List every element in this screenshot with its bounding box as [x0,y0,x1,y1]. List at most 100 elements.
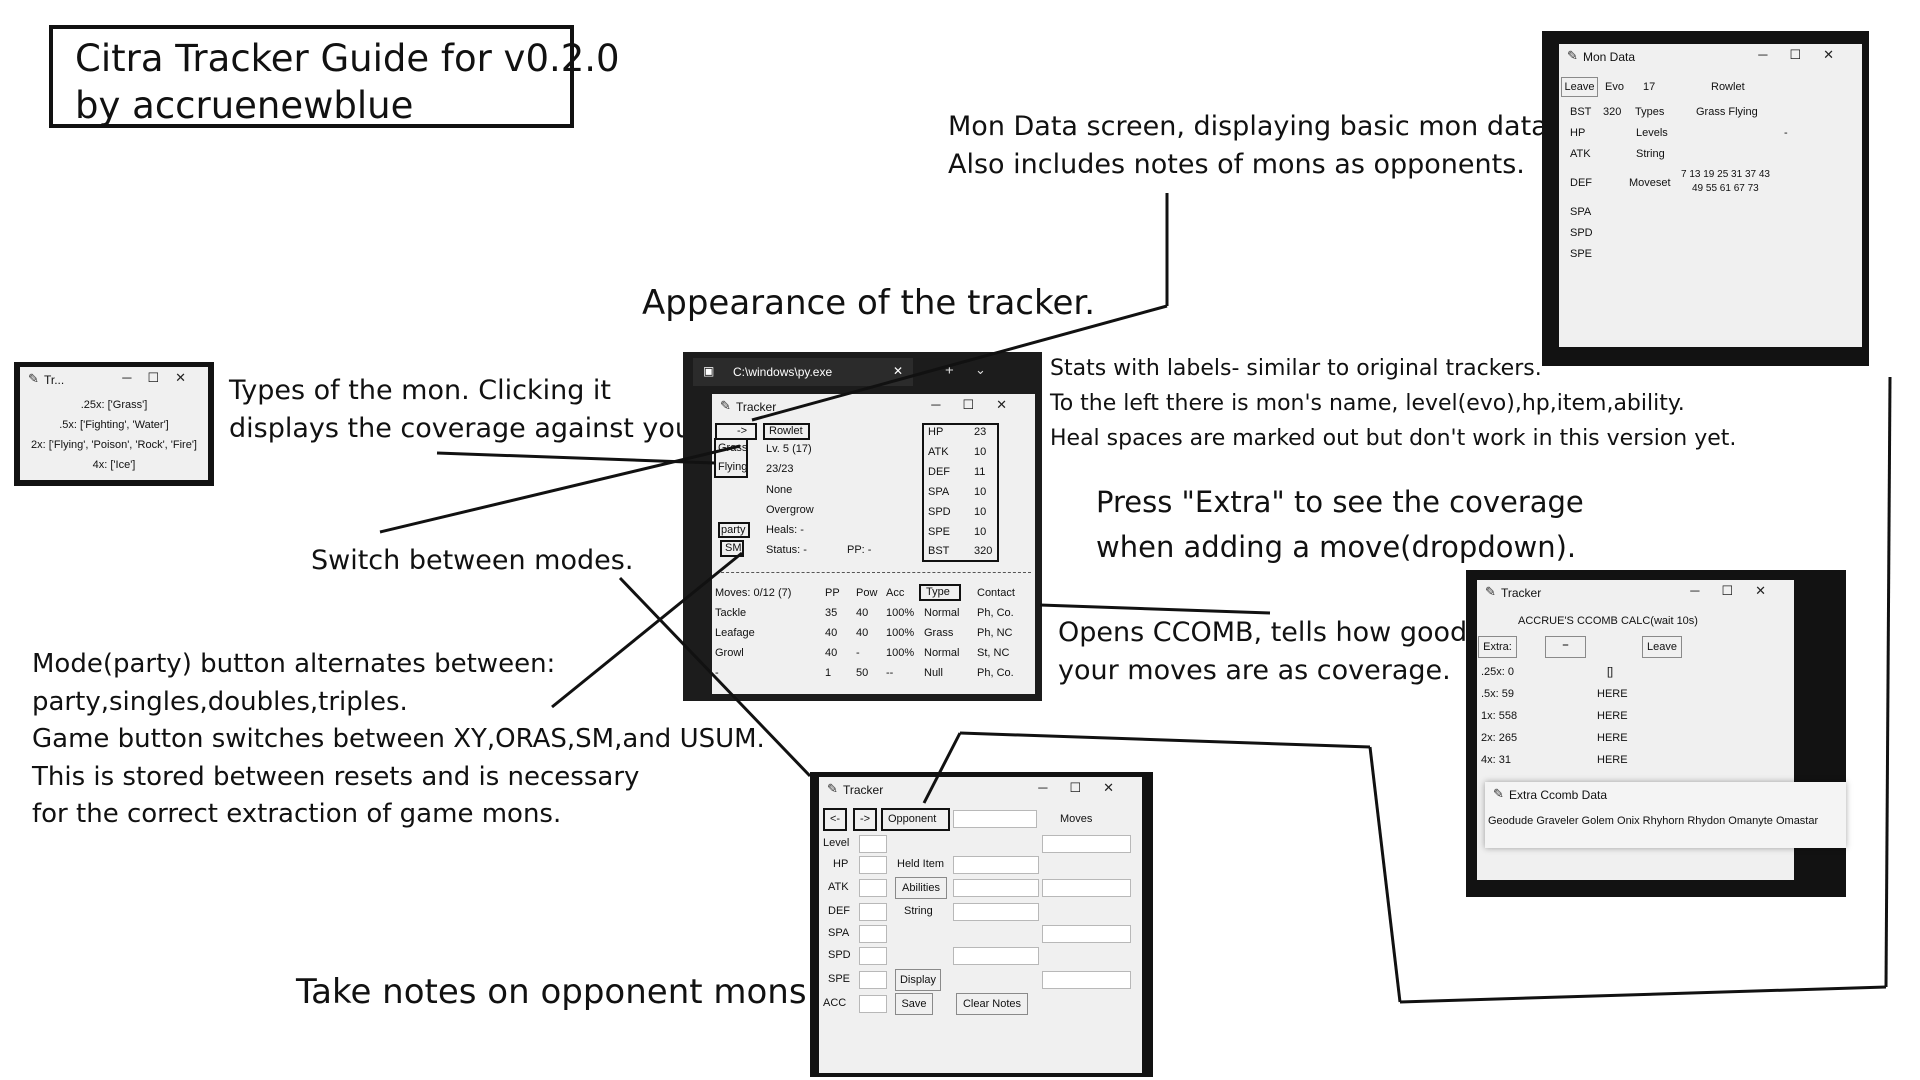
pp-header: PP [825,587,840,599]
move-note-input[interactable] [1042,925,1131,943]
window-controls[interactable]: ─☐✕ [931,397,1029,412]
line-mode-button [551,551,743,709]
mon-name-input[interactable] [953,810,1037,828]
move-name[interactable]: Tackle [715,607,747,619]
move-contact: Ph, Co. [977,667,1014,679]
held-item-input[interactable] [953,856,1039,874]
clear-notes-button[interactable]: Clear Notes [956,993,1028,1015]
window-controls[interactable]: ─☐✕ [122,370,202,385]
ccomb-label: 1x: 558 [1481,710,1518,722]
feather-icon: ✎ [28,371,39,386]
annotation-appearance: Appearance of the tracker. [642,283,1096,323]
atk-input[interactable] [859,879,887,897]
mode-button[interactable]: party [718,522,750,538]
tab-dropdown-icon[interactable]: ⌄ [975,362,986,377]
close-tab-icon[interactable]: ✕ [892,364,903,378]
spd-input[interactable] [859,947,887,965]
held-item-label: Held Item [897,858,945,870]
spa-input[interactable] [859,925,887,943]
line-opponent [922,732,962,804]
line-mon-data-2 [751,304,1168,422]
window-controls[interactable]: ─☐✕ [1758,47,1856,62]
abilities-input[interactable] [953,879,1039,897]
window-controls[interactable]: ─☐✕ [1690,583,1788,598]
mon-item: None [766,484,793,496]
move-note-input[interactable] [1042,835,1131,853]
string-input[interactable] [953,903,1039,921]
mon-name-button[interactable]: Rowlet [763,423,810,440]
heals-text: Heals: - [766,524,804,536]
terminal-icon: ▣ [703,364,715,378]
mon-data-frame: ✎ Mon Data ─☐✕ Leave Evo 17 Rowlet BST 3… [1542,31,1869,366]
bst-label: BST [1570,106,1592,118]
new-tab-button[interactable]: + [945,362,954,379]
spe-input[interactable] [859,971,887,989]
moves-label: Moves [1060,813,1093,825]
leave-button[interactable]: Leave [1561,77,1598,97]
def-label: DEF [828,905,850,917]
leave-button[interactable]: Leave [1642,636,1682,658]
feather-icon: ✎ [720,398,731,413]
ccomb-value: HERE [1597,688,1628,700]
level-input[interactable] [859,835,887,853]
move-acc: 100% [886,607,915,619]
hp-label: HP [833,858,849,870]
abilities-button[interactable]: Abilities [895,877,947,899]
display-button[interactable]: Display [895,969,941,991]
coverage-window: ✎ Tr... ─☐✕ .25x: ['Grass'] .5x: ['Fight… [20,367,208,480]
mon-hp: 23/23 [766,463,794,475]
line-mon-data-bottom [1399,985,1887,1004]
feather-icon: ✎ [827,781,838,796]
annotation-types: Types of the mon. Clicking it displays t… [229,375,701,444]
move-note-input[interactable] [1042,879,1131,897]
extra-ccomb-titlebar: ✎ Extra Ccomb Data [1485,782,1846,808]
extra-button[interactable]: Extra: [1478,636,1517,658]
move-type: Normal [924,647,960,659]
coverage-window-title: Tr... [44,373,65,387]
move-contact: Ph, NC [977,627,1013,639]
move-dropdown[interactable]: ⎯ [1545,636,1586,658]
acc-input[interactable] [859,995,887,1013]
moveset-label: Moveset [1629,177,1671,189]
move-name[interactable]: Leafage [715,627,755,639]
type-2: Flying [718,461,748,473]
extra-note-input[interactable] [953,947,1039,965]
pow-header: Pow [856,587,878,599]
ccomb-value: [] [1607,666,1614,678]
move-name[interactable]: - [715,667,719,679]
string-label: String [1636,148,1665,160]
guide-title-box: Citra Tracker Guide for v0.2.0 by accrue… [49,25,620,128]
move-pow: 50 [856,667,869,679]
def-input[interactable] [859,903,887,921]
annotation-stats: Stats with labels- similar to original t… [1050,356,1737,451]
tracker-window: ✎ Tracker ─☐✕ -> Rowlet Grass Flying Lv.… [712,394,1035,694]
moveset-line: 49 55 61 67 73 [1692,183,1759,194]
stat-label: SPA [928,486,950,498]
game-button[interactable]: SM [720,540,744,557]
move-type: Null [924,667,943,679]
line-ccomb [1039,603,1271,615]
coverage-line: 2x: ['Flying', 'Poison', 'Rock', 'Fire'] [31,439,197,451]
window-controls[interactable]: ─☐✕ [1038,780,1136,795]
save-button[interactable]: Save [895,993,933,1015]
back-button[interactable]: <- [823,808,847,831]
mon-data-window: ✎ Mon Data ─☐✕ Leave Evo 17 Rowlet BST 3… [1559,44,1862,347]
ccomb-value: HERE [1597,710,1628,722]
move-name[interactable]: Growl [715,647,744,659]
stat-label: SPE [928,526,951,538]
types-label: Types [1635,106,1665,118]
opponent-button[interactable]: Opponent [881,808,950,831]
forward-button[interactable]: -> [853,808,877,831]
type-coverage-button[interactable]: Type [919,584,961,601]
spa-label: SPA [828,927,850,939]
guide-title: Citra Tracker Guide for v0.2.0 [75,37,620,80]
move-acc: -- [886,667,894,679]
extra-ccomb-text: Geodude Graveler Golem Onix Rhyhorn Rhyd… [1488,815,1819,827]
ccomb-label: 2x: 265 [1481,732,1518,744]
move-contact: Ph, Co. [977,607,1014,619]
terminal-tab[interactable]: ▣ C:\windows\py.exe ✕ [693,358,913,386]
move-pow: 40 [856,607,869,619]
move-note-input[interactable] [1042,971,1131,989]
coverage-window-frame: ✎ Tr... ─☐✕ .25x: ['Grass'] .5x: ['Fight… [14,362,214,486]
hp-input[interactable] [859,856,887,874]
